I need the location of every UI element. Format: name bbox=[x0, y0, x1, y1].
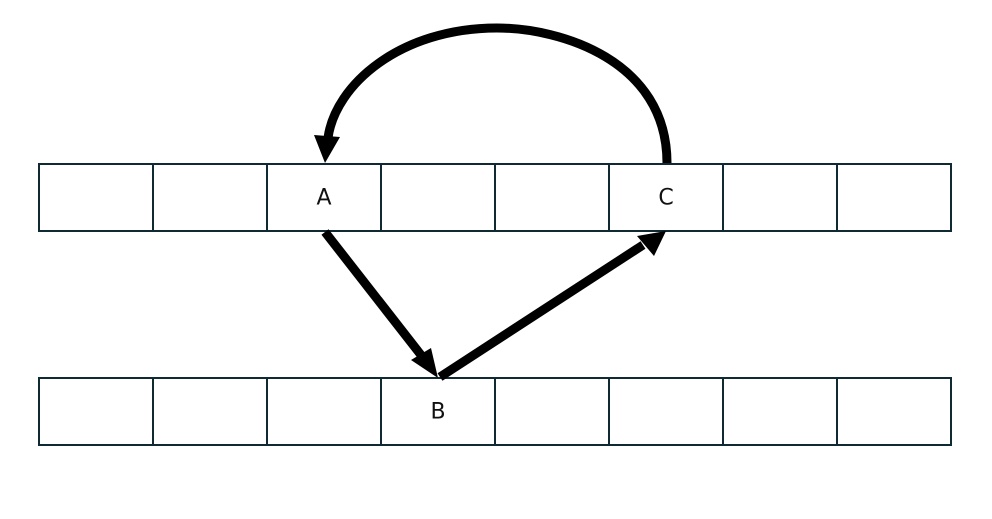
top-row-cell-6 bbox=[722, 163, 838, 232]
bottom-row-cell-0 bbox=[38, 377, 154, 446]
bottom-row-cell-4 bbox=[494, 377, 610, 446]
bottom-row-cell-2 bbox=[266, 377, 382, 446]
top-row-cell-3 bbox=[380, 163, 496, 232]
arrow-a-to-b bbox=[321, 229, 425, 358]
bottom-row-cell-6 bbox=[722, 377, 838, 446]
bottom-array-row: B bbox=[38, 377, 952, 446]
cell-label-a: A bbox=[316, 186, 331, 211]
top-row-cell-0 bbox=[38, 163, 154, 232]
cell-label-b: B bbox=[430, 400, 445, 425]
bottom-row-cell-5 bbox=[608, 377, 724, 446]
bottom-row-cell-7 bbox=[836, 377, 952, 446]
arrow-b-to-c-head bbox=[637, 231, 666, 256]
top-row-cell-7 bbox=[836, 163, 952, 232]
top-row-cell-1 bbox=[152, 163, 268, 232]
arrow-c-to-a bbox=[323, 23, 672, 164]
arrow-c-to-a-head bbox=[314, 135, 340, 163]
bottom-row-cell-1 bbox=[152, 377, 268, 446]
arrow-b-to-c bbox=[437, 241, 646, 381]
top-row-cell-2 bbox=[266, 163, 382, 232]
top-row-cell-4 bbox=[494, 163, 610, 232]
arrows-layer bbox=[314, 23, 672, 381]
cell-label-c: C bbox=[658, 186, 673, 211]
arrow-a-to-b-head bbox=[411, 348, 438, 378]
top-row-cell-5 bbox=[608, 163, 724, 232]
